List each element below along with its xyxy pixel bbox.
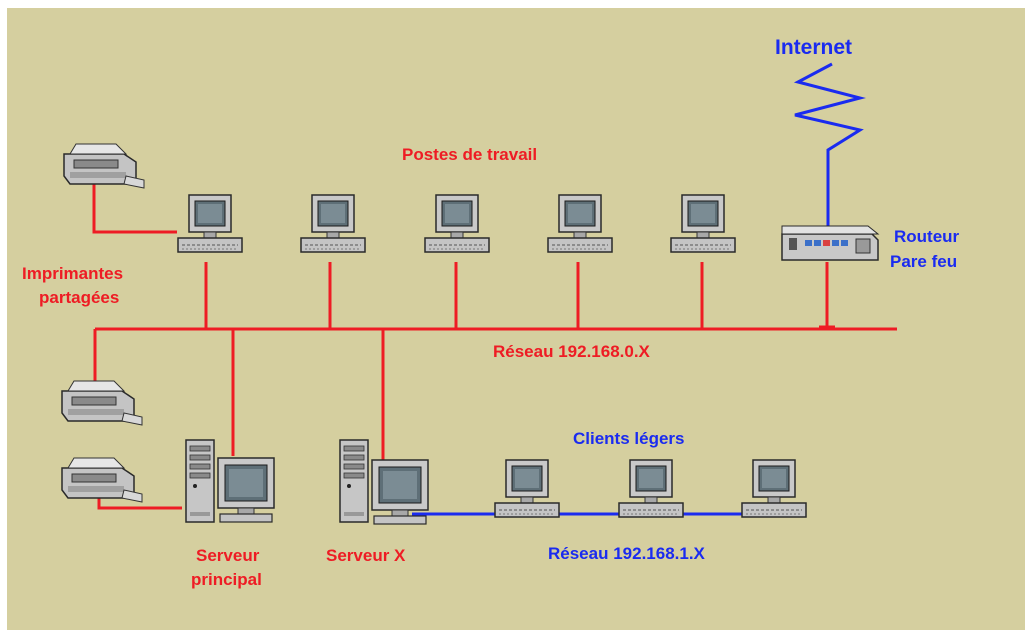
thin-client-icon — [741, 459, 807, 518]
diagram-background — [7, 8, 1025, 630]
router-label-line2: Pare feu — [890, 252, 958, 271]
workstation-icon — [217, 457, 275, 523]
workstations-label: Postes de travail — [402, 145, 538, 164]
thin-client-icon — [494, 459, 560, 518]
workstation-icon — [424, 194, 490, 253]
router-icon — [781, 225, 880, 261]
printer-icon — [63, 143, 145, 189]
printers-label-line2: partagées — [39, 288, 120, 307]
printer-icon — [61, 457, 143, 503]
router-label-line1: Routeur — [894, 227, 960, 246]
workstation-icon — [300, 194, 366, 253]
workstation-icon — [177, 194, 243, 253]
workstation-icon — [670, 194, 736, 253]
server-tower-icon — [339, 439, 369, 523]
printers-label-line1: Imprimantes — [22, 264, 124, 283]
main-server-label-line2: principal — [191, 570, 262, 589]
lan-label: Réseau 192.168.0.X — [493, 342, 650, 361]
server-tower-icon — [185, 439, 215, 523]
thin-client-icon — [618, 459, 684, 518]
x-server-label: Serveur X — [326, 546, 406, 565]
thin-clients-label: Clients légers — [573, 429, 685, 448]
printer-icon — [61, 380, 143, 426]
internet-links — [412, 62, 866, 516]
internet-label: Internet — [775, 36, 853, 59]
thin-lan-label: Réseau 192.168.1.X — [548, 544, 705, 563]
main-server-label-line1: Serveur — [196, 546, 260, 565]
workstation-icon — [547, 194, 613, 253]
